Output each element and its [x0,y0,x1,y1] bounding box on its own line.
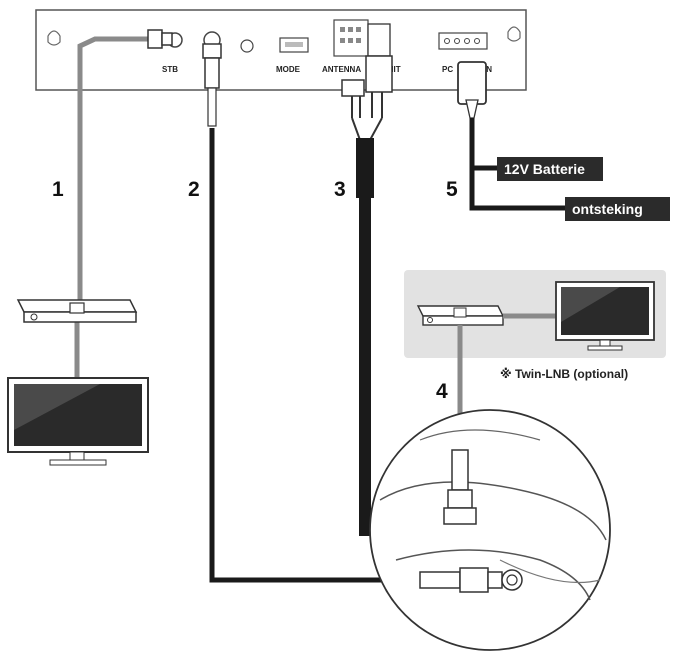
cable-number-3: 3 [334,178,346,201]
ignition-label: ontsteking [572,201,643,217]
lnb-detail [369,409,611,651]
port-label-mode: MODE [276,65,301,74]
cable-number-2: 2 [188,178,200,201]
cable-1 [74,29,173,378]
port-label-stb: STB [162,65,178,74]
led-icon [240,39,254,53]
port-label-power-a: PC [442,65,453,74]
cable-2 [202,43,420,583]
power-plug-icon [457,61,487,105]
f-connector-icon [202,43,222,59]
battery-label: 12V Batterie [504,161,585,177]
twin-lnb-note: ※ Twin-LNB (optional) [500,367,628,381]
power-labels: 12V Batterie ontsteking [497,157,670,221]
power-icon [30,313,38,321]
f-connector-icon [443,507,477,525]
port-label-antenna: ANTENNA [322,65,361,74]
tv-left [7,377,149,466]
cable-number-4: 4 [436,380,448,403]
f-connector-icon [147,29,163,49]
port-label-power-b: IN [484,65,492,74]
cable-number-1: 1 [52,178,64,201]
cable-5 [457,61,565,211]
power-connector-icon [438,32,488,50]
mount-hole-left-icon [47,30,61,46]
twin-lnb-panel: ※ Twin-LNB (optional) [404,270,666,381]
cable-number-5: 5 [446,178,458,201]
f-connector-icon [459,567,489,593]
control-unit: STB MODE ANTENNA UNIT PC IN [35,9,527,91]
power-icon [427,317,433,323]
receiver-left [16,299,138,323]
mount-hole-right-icon [507,26,521,42]
